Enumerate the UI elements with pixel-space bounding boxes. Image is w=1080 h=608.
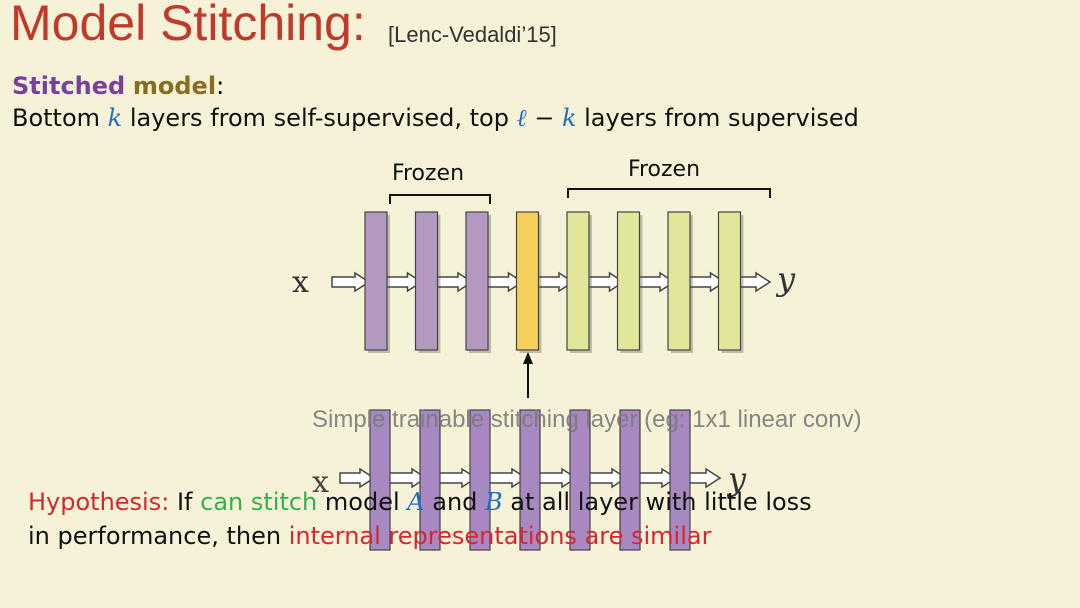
frozen-brace-left xyxy=(389,194,491,204)
hypothesis-line-2: in performance, then internal representa… xyxy=(28,522,711,550)
var-ell: ℓ xyxy=(516,104,527,132)
frozen-brace-right xyxy=(567,188,771,198)
heading-colon: : xyxy=(216,72,225,100)
bottom-layer-2 xyxy=(419,409,441,551)
top-arrows xyxy=(331,271,772,293)
hyp-if: If xyxy=(169,488,201,516)
desc-end: layers from supervised xyxy=(576,104,859,132)
var-k: k xyxy=(107,104,123,132)
model-b: B xyxy=(485,488,503,516)
minus-sign: − xyxy=(526,104,562,132)
bottom-layer-stack xyxy=(369,409,691,551)
bottom-output-label: y xyxy=(726,460,747,498)
bottom-layer-7 xyxy=(669,409,691,551)
model-a: A xyxy=(407,488,425,516)
bottom-layer-3 xyxy=(469,409,491,551)
hyp-model: model xyxy=(317,488,408,516)
stitched-model-description: Bottom k layers from self-supervised, to… xyxy=(12,104,859,133)
bottom-arrow-output xyxy=(685,467,722,489)
bottom-layer-4 xyxy=(519,409,541,551)
desc-mid: layers from self-supervised, top xyxy=(122,104,517,132)
stitched-word: Stitched xyxy=(12,72,126,100)
model-word: model xyxy=(132,72,217,100)
top-layer-purple-2 xyxy=(414,211,439,351)
citation: [Lenc-Vedaldi’15] xyxy=(388,22,557,47)
hyp-conclusion: internal representations are similar xyxy=(288,522,712,550)
bottom-layer-1 xyxy=(369,409,391,551)
top-layer-green-7 xyxy=(667,211,691,351)
stitched-model-heading: Stitched model: xyxy=(12,72,224,100)
desc-bottom: Bottom xyxy=(12,104,108,132)
top-layer-green-8 xyxy=(717,211,742,351)
stitch-caption: Simple trainable stitching layer (eg: 1x… xyxy=(312,406,862,433)
top-layer-purple-1 xyxy=(364,211,388,351)
bottom-layer-5 xyxy=(569,409,591,551)
hyp-line2-start: in performance, then xyxy=(28,522,289,550)
var-k-second: k xyxy=(561,104,577,132)
hypothesis-line-1: Hypothesis: If can stitch model A and B … xyxy=(28,488,812,516)
bottom-input-label: x xyxy=(312,465,329,500)
top-layer-green-5 xyxy=(566,211,590,351)
hyp-rest: at all layer with little loss xyxy=(502,488,812,516)
top-layer-stack xyxy=(364,211,744,353)
frozen-label-right: Frozen xyxy=(628,157,700,182)
top-output-label: y xyxy=(775,260,796,298)
bottom-layer-6 xyxy=(619,409,641,551)
hyp-and: and xyxy=(424,488,486,516)
slide-title: Model Stitching: xyxy=(10,0,366,51)
bottom-arrow-input xyxy=(339,467,376,489)
can-stitch-text: can stitch xyxy=(200,488,318,516)
top-input-label: x xyxy=(292,265,309,300)
top-layer-green-6 xyxy=(616,211,641,351)
top-layer-purple-3 xyxy=(465,211,489,351)
top-layer-yellow-4 xyxy=(515,211,540,351)
hypothesis-label: Hypothesis: xyxy=(28,488,170,516)
frozen-label-left: Frozen xyxy=(392,161,464,186)
stitch-pointer-arrowhead xyxy=(523,352,533,364)
top-arrow-input xyxy=(331,271,371,293)
